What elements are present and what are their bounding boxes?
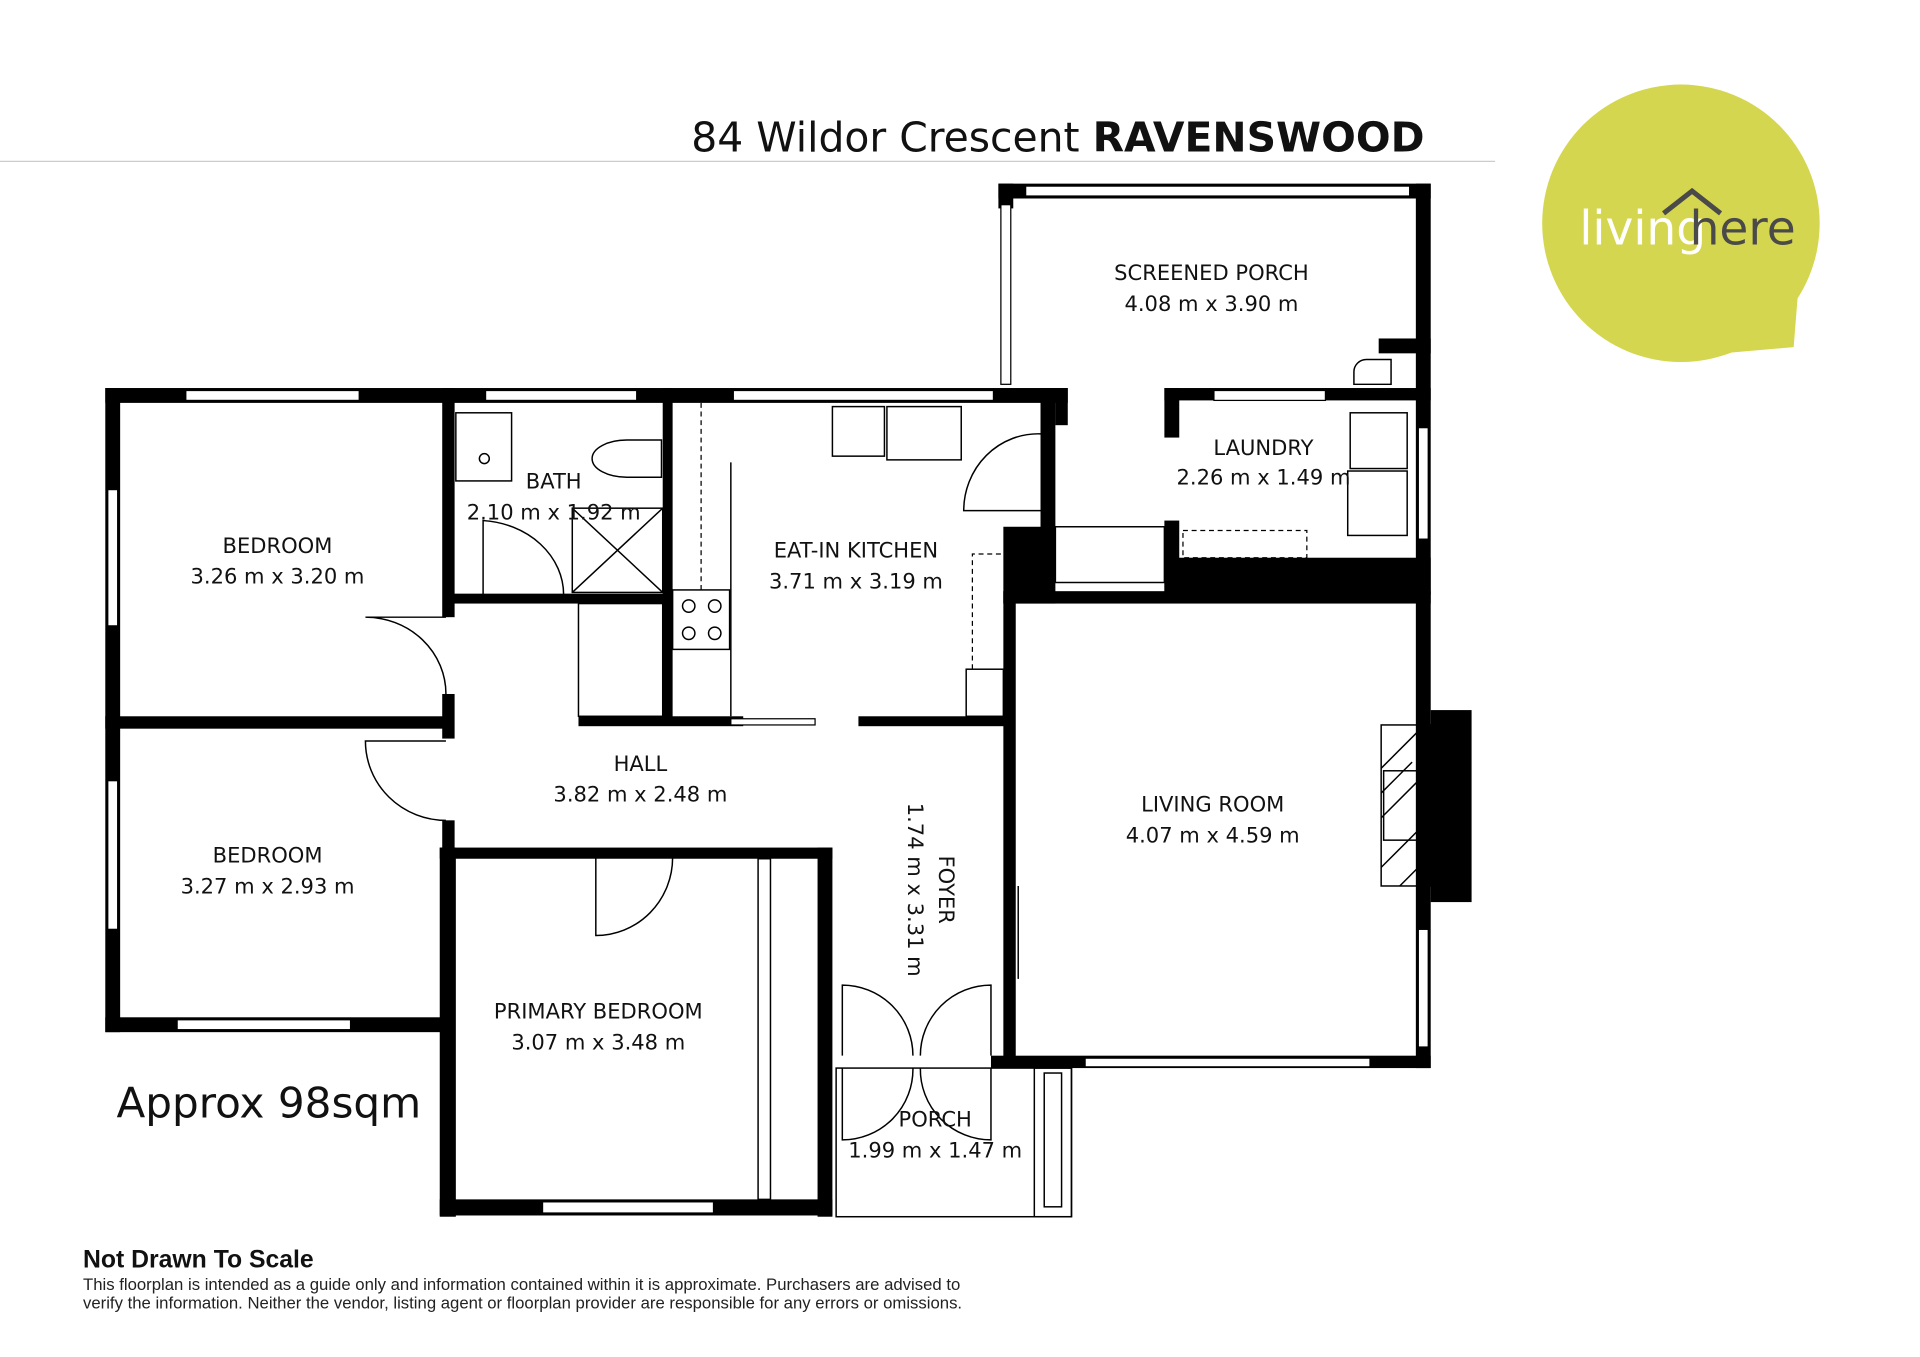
total-area: Approx 98sqm <box>116 1079 421 1128</box>
room-labels: SCREENED PORCH 4.08 m x 3.90 m LAUNDRY 2… <box>181 260 1351 1162</box>
room-name: SCREENED PORCH <box>1114 260 1309 285</box>
room-name: BATH <box>526 468 582 493</box>
page-title: 84 Wildor Crescent RAVENSWOOD <box>691 113 1424 161</box>
room-dims: 3.82 m x 2.48 m <box>553 782 727 807</box>
room-name: FOYER <box>934 856 959 925</box>
address: 84 Wildor Crescent <box>691 113 1079 161</box>
room-name: HALL <box>614 751 668 776</box>
room-name: PRIMARY BEDROOM <box>494 999 703 1024</box>
room-dims: 4.08 m x 3.90 m <box>1124 291 1298 316</box>
windows <box>107 185 1429 1214</box>
room-name: PORCH <box>899 1106 972 1131</box>
svg-text:living: living <box>1579 201 1706 256</box>
room-dims: 3.07 m x 3.48 m <box>511 1029 685 1054</box>
fixtures <box>455 402 1432 1218</box>
room-name: LIVING ROOM <box>1141 792 1284 817</box>
doors <box>364 358 1392 1141</box>
svg-text:here: here <box>1690 201 1796 256</box>
room-name: LAUNDRY <box>1213 435 1313 460</box>
room-dims: 3.26 m x 3.20 m <box>190 564 364 589</box>
disclaimer-heading: Not Drawn To Scale <box>83 1247 314 1274</box>
livinghere-logo: living here <box>1542 84 1820 363</box>
disclaimer-line-2: verify the information. Neither the vend… <box>83 1293 962 1312</box>
room-dims: 1.74 m x 3.31 m <box>903 803 928 977</box>
room-dims: 3.27 m x 2.93 m <box>181 873 355 898</box>
suburb: RAVENSWOOD <box>1093 113 1425 161</box>
room-dims: 1.99 m x 1.47 m <box>848 1137 1022 1162</box>
room-name: EAT-IN KITCHEN <box>774 538 938 563</box>
room-dims: 2.26 m x 1.49 m <box>1177 465 1351 490</box>
room-name: BEDROOM <box>213 842 323 867</box>
disclaimer-line-1: This floorplan is intended as a guide on… <box>83 1275 960 1294</box>
room-dims: 3.71 m x 3.19 m <box>769 569 943 594</box>
room-name: BEDROOM <box>223 533 333 558</box>
room-dims: 4.07 m x 4.59 m <box>1126 823 1300 848</box>
room-dims: 2.10 m x 1.92 m <box>467 499 641 524</box>
